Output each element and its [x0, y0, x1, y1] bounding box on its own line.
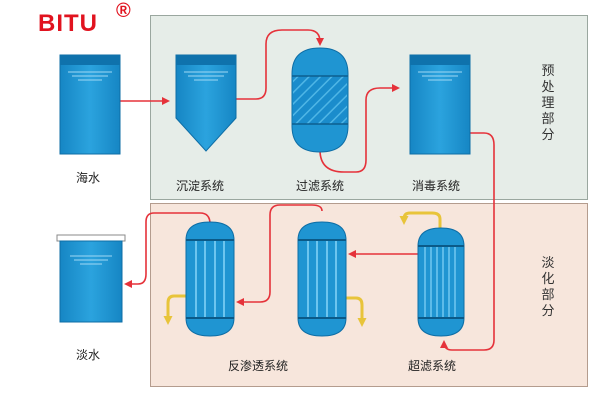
fresh-water-label: 淡水	[76, 348, 101, 362]
disinfection-label: 消毒系统	[412, 179, 461, 193]
disinfection-tank	[409, 54, 471, 155]
reverse-osmosis-vessel-2	[297, 221, 347, 337]
flow-disinfection-to-ultrafiltration	[440, 132, 495, 351]
drain-arrow-reverse-osmosis-2	[346, 296, 367, 327]
filtration-label: 过滤系统	[296, 179, 345, 193]
seawater-tank	[59, 54, 121, 155]
filtration-column	[291, 47, 349, 153]
flow-sedimentation-to-filtration	[236, 29, 324, 100]
brand-logo: BITU	[38, 10, 98, 37]
drain-arrows	[163, 211, 442, 327]
drain-arrow-ultrafiltration	[399, 211, 442, 228]
reverse-osmosis-vessel-1	[185, 221, 235, 337]
registered-mark: ®	[116, 0, 131, 22]
flow-ro2-to-ro1	[236, 204, 323, 306]
fresh-water-tank	[56, 234, 126, 323]
ultrafiltration-vessel	[417, 227, 465, 337]
desalination-section-label: 淡化部分	[541, 256, 555, 319]
flow-lines	[120, 29, 495, 351]
drain-arrow-reverse-osmosis-1	[163, 294, 186, 325]
pretreatment-section-label: 预处理部分	[541, 64, 555, 143]
flow-filtration-to-disinfection	[319, 84, 400, 173]
sedimentation-tank	[175, 54, 237, 152]
flow-ro1-to-freshwater	[124, 212, 211, 288]
ultrafiltration-label: 超滤系统	[408, 359, 457, 373]
reverse-osmosis-label: 反渗透系统	[228, 359, 289, 373]
seawater-label: 海水	[76, 171, 101, 185]
sedimentation-label: 沉淀系统	[176, 179, 225, 193]
